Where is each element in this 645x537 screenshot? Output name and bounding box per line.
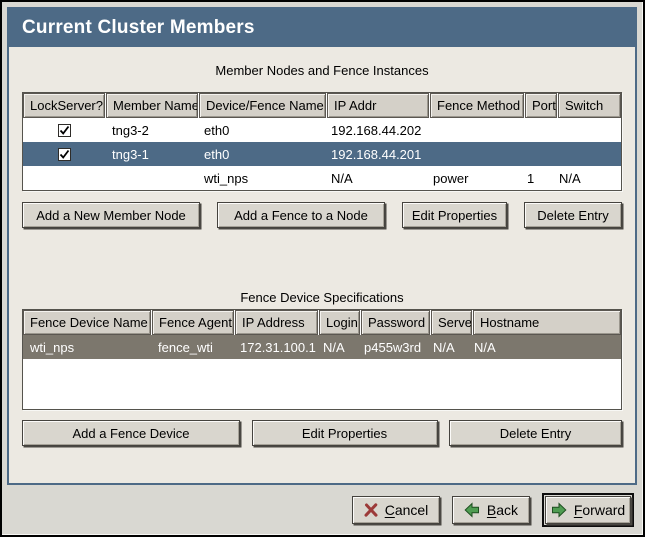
column-header-lockserver-[interactable]: LockServer?	[23, 93, 105, 118]
table-cell: 192.168.44.202	[331, 122, 422, 138]
column-header-member-name[interactable]: Member Name	[106, 93, 198, 118]
table-cell: N/A	[323, 339, 345, 355]
arrow-left-icon	[464, 502, 480, 518]
wizard-page-panel: Current Cluster Members Member Nodes and…	[7, 7, 637, 485]
table-cell: wti_nps	[204, 170, 249, 186]
table-row[interactable]: tng3-2 eth0 192.168.44.202	[23, 118, 621, 142]
lockserver-checkbox[interactable]	[57, 147, 71, 161]
edit-properties-button[interactable]: Edit Properties	[251, 420, 438, 446]
table-cell: tng3-1	[112, 146, 149, 162]
page-content: Member Nodes and Fence Instances LockSer…	[9, 63, 635, 446]
table-cell: 172.31.100.1	[240, 339, 316, 355]
delete-entry-button[interactable]: Delete Entry	[524, 202, 622, 228]
fence-table-body: wti_nps fence_wti 172.31.100.1 N/A p455w3rd N…	[23, 335, 621, 409]
column-header-password[interactable]: Password	[361, 310, 430, 335]
table-cell: eth0	[204, 146, 230, 162]
column-header-device-fence-name[interactable]: Device/Fence Name	[199, 93, 326, 118]
column-header-ip-addr[interactable]: IP Addr	[327, 93, 429, 118]
column-header-login[interactable]: Login	[319, 310, 360, 335]
forward-button-label: Forward	[573, 502, 626, 518]
member-table-body: tng3-2 eth0 192.168.44.202 tng3-1 eth0 192.16…	[23, 118, 621, 190]
table-cell: N/A	[474, 339, 496, 355]
back-button-label: Back	[486, 502, 519, 518]
column-header-ip-address[interactable]: IP Address	[235, 310, 318, 335]
column-header-fence-device-name[interactable]: Fence Device Name	[23, 310, 151, 335]
back-button[interactable]: Back	[452, 496, 530, 524]
table-cell: tng3-2	[112, 122, 149, 138]
cancel-button-label: Cancel	[384, 502, 429, 518]
column-header-fence-agent[interactable]: Fence Agent	[152, 310, 234, 335]
table-row[interactable]: wti_nps fence_wti 172.31.100.1 N/A p455w3rd N…	[23, 335, 621, 359]
table-cell: N/A	[559, 170, 581, 186]
cancel-button[interactable]: Cancel	[352, 496, 440, 524]
edit-properties-button[interactable]: Edit Properties	[402, 202, 507, 228]
page-title: Current Cluster Members	[9, 9, 635, 47]
dialog-footer: Cancel Back Forward	[2, 485, 643, 535]
table-cell	[23, 147, 105, 161]
add-a-fence-to-a-node-button[interactable]: Add a Fence to a Node	[217, 202, 385, 228]
forward-button[interactable]: Forward	[545, 496, 631, 524]
arrow-right-icon	[551, 502, 567, 518]
lockserver-checkbox[interactable]	[57, 123, 71, 137]
add-a-new-member-node-button[interactable]: Add a New Member Node	[22, 202, 200, 228]
member-actions-bar: Add a New Member Node Add a Fence to a No…	[22, 202, 622, 228]
member-table-caption: Member Nodes and Fence Instances	[215, 63, 429, 78]
table-cell: p455w3rd	[364, 339, 422, 355]
table-cell: power	[433, 170, 469, 186]
column-header-port[interactable]: Port	[525, 93, 557, 118]
table-cell: wti_nps	[30, 339, 75, 355]
fence-actions-bar: Add a Fence Device Edit Properties Delete …	[22, 420, 622, 446]
default-button-ring: Forward	[542, 493, 634, 527]
column-header-switch[interactable]: Switch	[558, 93, 621, 118]
table-row[interactable]: tng3-1 eth0 192.168.44.201	[23, 142, 621, 166]
table-cell: fence_wti	[158, 339, 213, 355]
add-a-fence-device-button[interactable]: Add a Fence Device	[22, 420, 240, 446]
column-header-server[interactable]: Server	[431, 310, 472, 335]
column-header-fence-method[interactable]: Fence Method	[430, 93, 524, 118]
table-cell: 1	[527, 170, 535, 186]
column-header-hostname[interactable]: Hostname	[473, 310, 621, 335]
fence-table-caption: Fence Device Specifications	[240, 290, 404, 305]
table-cell: eth0	[204, 122, 230, 138]
table-cell: 192.168.44.201	[331, 146, 422, 162]
table-cell: N/A	[331, 170, 353, 186]
cancel-x-icon	[364, 503, 378, 517]
table-cell: N/A	[433, 339, 455, 355]
delete-entry-button[interactable]: Delete Entry	[449, 420, 622, 446]
table-row[interactable]: wti_nps N/A power 1 N/A	[23, 166, 621, 190]
table-cell	[23, 123, 105, 137]
